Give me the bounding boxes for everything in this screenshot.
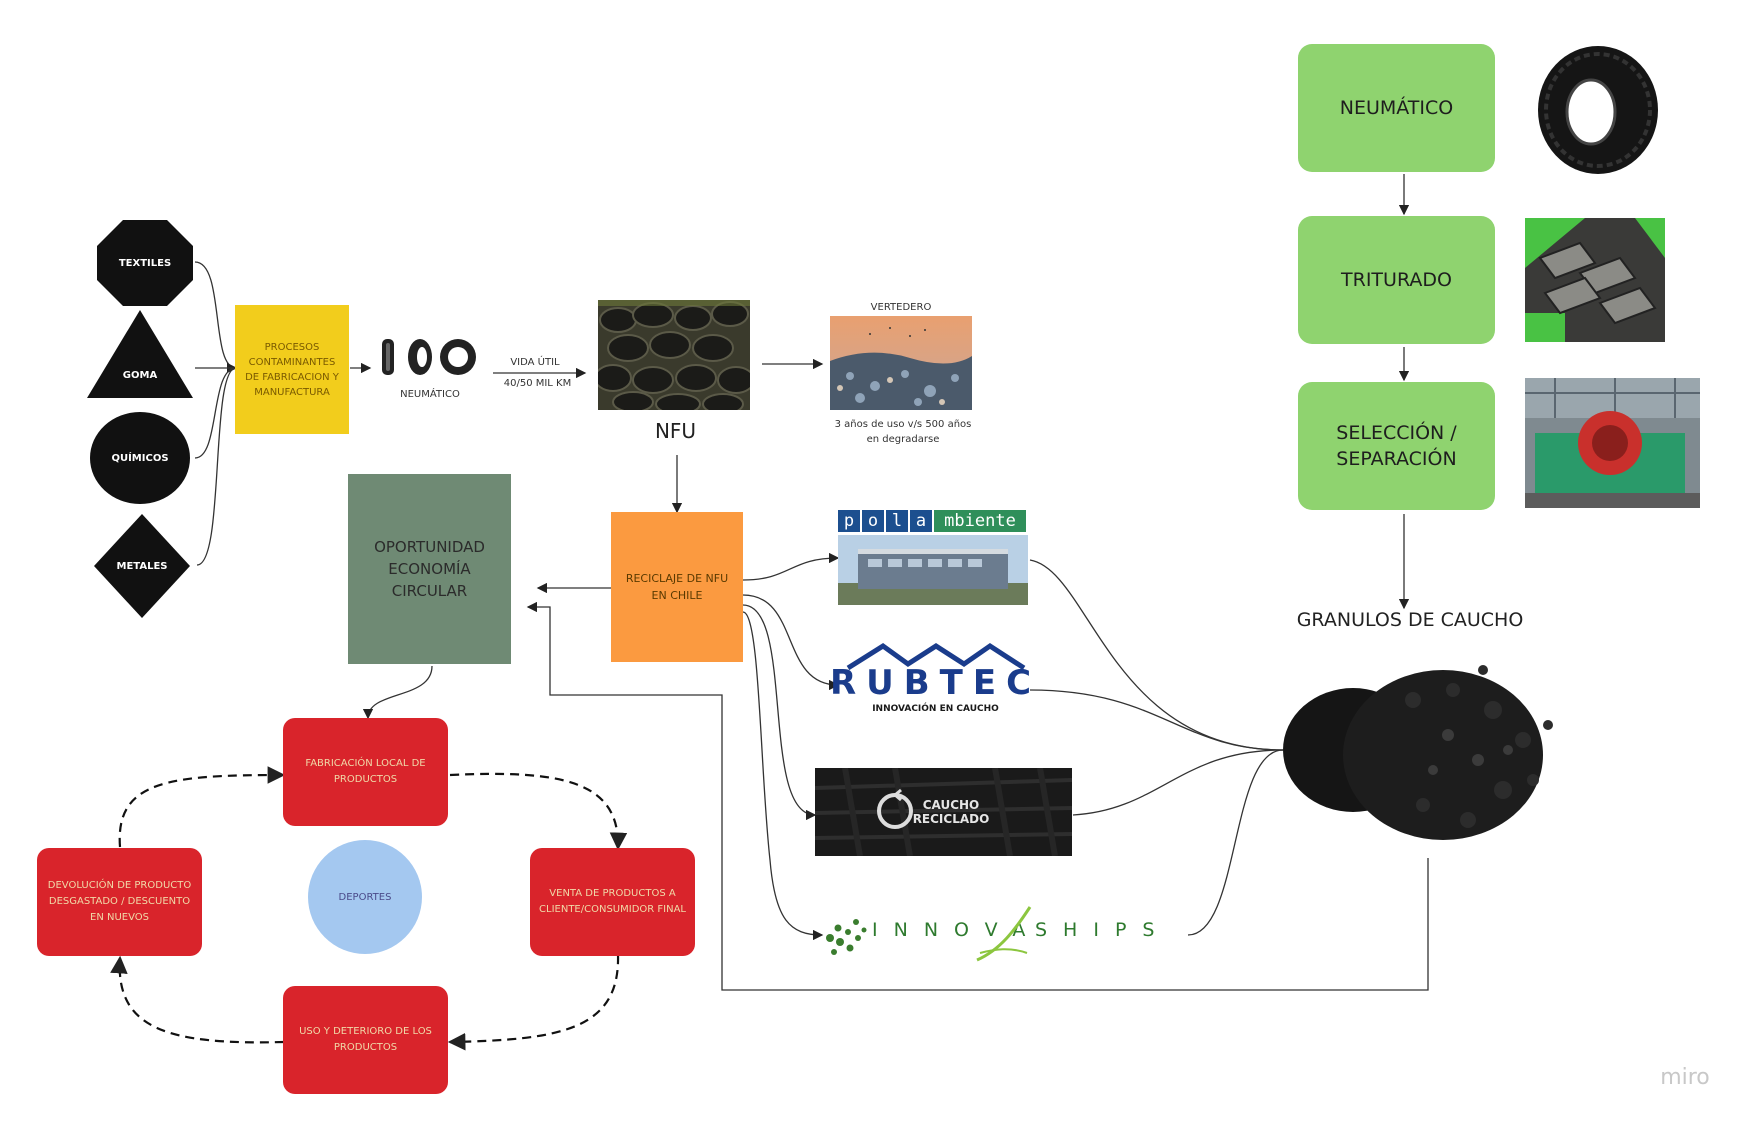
connector-rubtec-granulos [1029,689,1284,751]
textiles-octagon [97,220,193,306]
separator-machine-photo [1525,378,1700,508]
nfu-tire-pile-photo [598,300,750,410]
tire-sequence-icon [382,339,476,375]
caucho-reciclado-text: CAUCHO RECICLADO [912,798,990,826]
polambiente-building-photo [838,535,1028,605]
cycle-arrow-fabricacion-venta [449,772,628,851]
polambiente-letter: a [910,510,932,532]
step-triturado: TRITURADO [1298,216,1495,344]
polambiente-letter: o [862,510,884,532]
vertedero-label: VERTEDERO [870,302,932,313]
tread-texture [815,768,1072,856]
degradation-note: 3 años de uso v/s 500 años en degradarse [834,419,972,445]
textiles-label: TEXTILES [118,257,172,269]
cycle-arrow-uso-devolucion [110,955,285,1044]
step-neumatico: NEUMÁTICO [1298,44,1495,172]
polambiente-logo: p o l a mbiente [838,510,1028,605]
connector-recycling-rubtec [742,594,840,691]
landfill-photo [830,316,972,410]
connector-recycling-caucho [742,604,817,821]
connector-polambiente-granulos [1029,559,1284,751]
km-label: 40/50 MIL KM [503,377,572,389]
rubtec-logo: RUBTEC INNOVACIÓN EN CAUCHO [829,640,1042,722]
innova-text: INNOVA [872,919,1042,941]
polambiente-letter: p [838,510,860,532]
innova-dots-icon [826,919,867,955]
cycle-devolucion: DEVOLUCIÓN DE PRODUCTO DESGASTADO / DESC… [37,848,202,956]
connector-textiles [194,261,238,374]
polambiente-letter: l [886,510,908,532]
connector-opportunity-fabricacion [362,665,433,720]
cycle-arrow-venta-uso [447,954,620,1051]
connector-recycling-innova [742,611,824,941]
cycle-uso: USO Y DETERIORO DE LOS PRODUCTOS [283,986,448,1094]
vida-util-label: VIDA ÚTIL [510,356,560,368]
nfu-label: NFU [654,419,697,443]
metales-label: METALES [116,560,168,572]
rubtec-tagline: INNOVACIÓN EN CAUCHO [872,704,999,714]
rubber-granules-photo [1283,640,1563,855]
polambiente-rest: mbiente [934,510,1026,532]
connector-recycling-polambiente [742,552,840,581]
opportunity-box: OPORTUNIDAD ECONOMÍA CIRCULAR [348,474,511,664]
innova-ships-logo: INNOVA SHIPS [820,905,1190,970]
connector-caucho-granulos [1072,749,1284,816]
step-seleccion: SELECCIÓN / SEPARACIÓN [1298,382,1495,510]
connector-metales [196,367,237,566]
innova-swoosh-icon [976,906,1032,962]
caucho-reciclado-logo: CAUCHO RECICLADO [815,768,1072,856]
connector-granulos-opportunity [526,601,1429,991]
metales-diamond [94,514,190,618]
granulos-label: GRANULOS DE CAUCHO [1296,609,1524,631]
quimicos-circle [90,412,190,504]
process-box: PROCESOS CONTAMINANTES DE FABRICACION Y … [235,305,349,434]
tire-photo [1538,46,1658,174]
rubtec-wordmark: RUBTEC [829,663,1042,703]
ships-text: SHIPS [1035,919,1171,941]
connector-innova-granulos [1187,749,1284,936]
goma-triangle [87,310,193,398]
connector-quimicos [194,367,237,459]
goma-label: GOMA [122,369,158,381]
quimicos-label: QUÍMICOS [111,452,169,464]
cycle-center-deportes: DEPORTES [308,840,422,954]
rubtec-roof-icon [846,642,1026,670]
shredder-photo [1525,218,1665,342]
neumatico-caption: NEUMÁTICO [400,388,460,400]
cycle-arrow-devolucion-fabricacion [118,766,286,848]
cycle-fabricacion: FABRICACIÓN LOCAL DE PRODUCTOS [283,718,448,826]
miro-watermark: miro [1660,1064,1710,1090]
caucho-recycle-icon [877,788,913,829]
cycle-venta: VENTA DE PRODUCTOS A CLIENTE/CONSUMIDOR … [530,848,695,956]
recycling-box: RECICLAJE DE NFU EN CHILE [611,512,743,662]
